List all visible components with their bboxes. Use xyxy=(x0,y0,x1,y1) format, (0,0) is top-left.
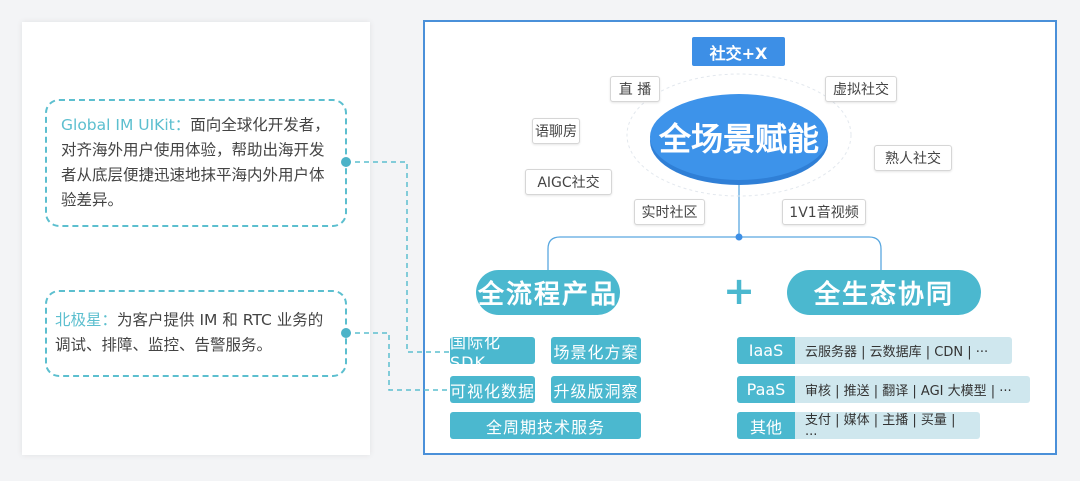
tag-acquaintance-social: 熟人社交 xyxy=(874,145,952,171)
upgraded-insight: 升级版洞察 xyxy=(551,376,641,403)
full-process-products-pill: 全流程产品 xyxy=(476,270,620,315)
connector-uikit xyxy=(346,161,452,353)
eco-row-iaas: IaaS 云服务器 | 云数据库 | CDN | ··· xyxy=(737,337,1012,364)
tag-1v1-av: 1V1音视频 xyxy=(782,199,866,225)
tag-live: 直 播 xyxy=(610,76,660,102)
plus-sign: + xyxy=(723,269,755,313)
anchor-dot xyxy=(341,328,351,338)
note-title: 北极星： xyxy=(55,311,118,329)
social-x-badge: 社交+X xyxy=(692,37,785,66)
full-ecosystem-pill: 全生态协同 xyxy=(787,270,981,315)
tag-voice-room: 语聊房 xyxy=(532,118,580,144)
visual-data: 可视化数据 xyxy=(450,376,535,403)
left-card xyxy=(22,22,370,455)
anchor-dot xyxy=(341,157,351,167)
eco-row-label: 其他 xyxy=(737,412,795,439)
eco-row-desc: 支付 | 媒体 | 主播 | 买量 | ··· xyxy=(795,412,980,439)
bracket-line xyxy=(547,236,882,270)
center-title: 全场景赋能 xyxy=(658,120,819,158)
polaris-note: 北极星：为客户提供 IM 和 RTC 业务的调试、排障、监控、告警服务。 xyxy=(45,290,347,377)
eco-row-desc: 审核 | 推送 | 翻译 | AGI 大模型 | ··· xyxy=(795,376,1030,403)
scenario-solution: 场景化方案 xyxy=(551,337,641,364)
tag-realtime-community: 实时社区 xyxy=(634,199,705,225)
note-text: 为客户提供 IM 和 RTC 业务的调试、排障、监控、告警服务。 xyxy=(55,311,324,354)
outer-ring xyxy=(626,73,852,197)
connector-polaris xyxy=(346,332,452,391)
note-text: 面向全球化开发者，对齐海外用户使用体验，帮助出海开发者从底层便捷迅速地抹平海内外… xyxy=(61,116,330,209)
full-cycle-support: 全周期技术服务 xyxy=(450,412,641,439)
tag-virtual-social: 虚拟社交 xyxy=(825,76,897,102)
eco-row-other: 其他 支付 | 媒体 | 主播 | 买量 | ··· xyxy=(737,412,980,439)
eco-row-paas: PaaS 审核 | 推送 | 翻译 | AGI 大模型 | ··· xyxy=(737,376,1030,403)
eco-row-label: IaaS xyxy=(737,337,795,364)
junction-dot xyxy=(735,233,743,241)
eco-row-desc: 云服务器 | 云数据库 | CDN | ··· xyxy=(795,337,1012,364)
center-ellipse xyxy=(650,94,828,180)
global-im-uikit-note: Global IM UIKit：面向全球化开发者，对齐海外用户使用体验，帮助出海… xyxy=(45,99,347,227)
intl-sdk: 国际化 SDK xyxy=(450,333,535,372)
tag-aigc-social: AIGC社交 xyxy=(525,169,612,195)
note-title: Global IM UIKit： xyxy=(61,116,191,134)
eco-row-label: PaaS xyxy=(737,376,795,403)
